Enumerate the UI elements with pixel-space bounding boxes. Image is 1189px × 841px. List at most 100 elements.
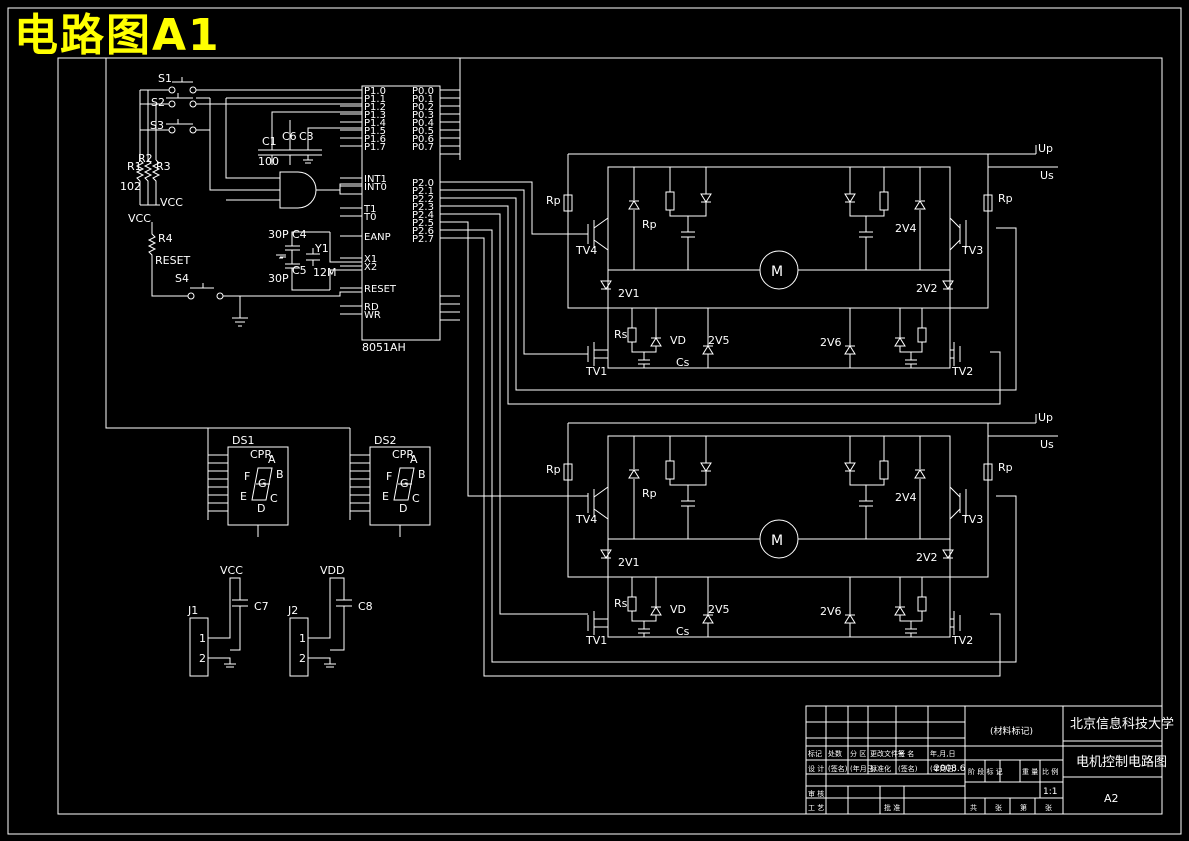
tb-stage-cell: 阶 段 标 记 <box>968 767 1003 776</box>
tb-school: 北京信息科技大学 <box>1070 716 1174 732</box>
switch-s2: S2 <box>151 93 197 109</box>
label-rp: Rp <box>546 463 561 476</box>
label-cs: Cs <box>676 356 690 369</box>
title-block: (材料标记) 北京信息科技大学 电机控制电路图 A2 1:1 2008.6 标记… <box>805 705 1174 815</box>
tb-sheet-cell: 共 <box>970 803 977 812</box>
tb-design-cell: (年月日) <box>930 764 957 773</box>
svg-text:1: 1 <box>299 632 306 645</box>
tb-drawing: 电机控制电路图 <box>1076 754 1167 770</box>
tb-sheet-cell: 张 <box>1045 803 1052 812</box>
mcu-pin-p2-3: P2.3 <box>412 202 434 213</box>
svg-text:R3: R3 <box>156 160 171 173</box>
motor-label: M <box>771 264 783 280</box>
oscillator-circuit: 30P C4 Y1 C5 12M 30P <box>268 228 362 291</box>
svg-text:E: E <box>382 490 389 503</box>
svg-text:30P: 30P <box>268 272 289 285</box>
svg-text:C3: C3 <box>299 130 314 143</box>
mcu-pin-p2-7: P2.7 <box>412 234 434 245</box>
tb-stage-cell: 重 量 <box>1022 768 1038 776</box>
mcu-pin-p1-4: P1.4 <box>364 118 386 129</box>
label-tv1: TV1 <box>585 634 607 647</box>
mcu-pin-p1-2: P1.2 <box>364 102 386 113</box>
tb-header-cell: 分 区 <box>850 749 866 758</box>
tb-approve-cell: 批 准 <box>884 803 900 812</box>
svg-text:VCC: VCC <box>160 196 183 209</box>
svg-text:C: C <box>412 492 420 505</box>
label-rs: Rs <box>614 597 628 610</box>
label-2v6: 2V6 <box>820 605 842 618</box>
tb-design-cell: (年月日) <box>850 764 877 773</box>
label-vd: VD <box>670 603 686 616</box>
mcu-pin-x1: X1 <box>364 254 377 265</box>
svg-text:J1: J1 <box>187 604 198 617</box>
label-tv1: TV1 <box>585 365 607 378</box>
tb-design-cell: (签名) <box>898 764 918 773</box>
label-rp: Rp <box>642 487 657 500</box>
tb-stamp: (材料标记) <box>990 725 1033 737</box>
label-2v5: 2V5 <box>708 603 730 616</box>
svg-text:Y1: Y1 <box>314 242 329 255</box>
capacitors-c1-c6-c3: C1 C6 C3 100 <box>258 111 362 168</box>
mcu-pin-p0-5: P0.5 <box>412 126 434 137</box>
label-2v2: 2V2 <box>916 282 938 295</box>
tb-header-cell: 签 名 <box>898 749 914 758</box>
svg-text:E: E <box>240 490 247 503</box>
svg-text:C4: C4 <box>292 228 307 241</box>
svg-text:C6: C6 <box>282 130 297 143</box>
label-2v1: 2V1 <box>618 287 640 300</box>
label-rp: Rp <box>998 461 1013 474</box>
label-rp: Rp <box>642 218 657 231</box>
inner-frame <box>57 57 1163 815</box>
mcu-pin-p2-5: P2.5 <box>412 218 434 229</box>
tb-sheet: A2 <box>1104 792 1119 805</box>
svg-text:G: G <box>400 477 409 490</box>
mcu-pin-wr: WR <box>364 310 381 321</box>
tb-design-cell: (签名) <box>828 764 848 773</box>
label-up: Up <box>1038 411 1053 424</box>
svg-text:S1: S1 <box>158 72 172 85</box>
svg-text:B: B <box>276 468 284 481</box>
switch-s3: S3 <box>150 119 197 134</box>
svg-text:A: A <box>268 453 276 466</box>
mcu-pin-p2-1: P2.1 <box>412 186 434 197</box>
label-vd: VD <box>670 334 686 347</box>
mcu-pin-p0-4: P0.4 <box>412 118 434 129</box>
mcu-pin-x2: X2 <box>364 262 377 273</box>
mcu-pin-rd: RD <box>364 302 379 313</box>
mcu-pin-t0: T0 <box>363 212 376 223</box>
mcu-pin-p2-4: P2.4 <box>412 210 434 221</box>
mcu-pin-p2-0: P2.0 <box>412 178 434 189</box>
label-up: Up <box>1038 142 1053 155</box>
label-tv2: TV2 <box>951 634 973 647</box>
mcu-pin-p0-0: P0.0 <box>412 86 434 97</box>
svg-text:C8: C8 <box>358 600 373 613</box>
tb-scale: 1:1 <box>1043 787 1057 797</box>
svg-text:S2: S2 <box>151 96 165 109</box>
mcu-pin-int0: INT0 <box>364 182 387 193</box>
label-cs: Cs <box>676 625 690 638</box>
svg-text:C7: C7 <box>254 600 269 613</box>
svg-text:VCC: VCC <box>128 212 151 225</box>
svg-text:C1: C1 <box>262 135 277 148</box>
svg-text:C: C <box>270 492 278 505</box>
svg-text:1: 1 <box>199 632 206 645</box>
svg-text:VCC: VCC <box>220 564 243 577</box>
tb-design-cell: 标准化 <box>870 764 891 773</box>
label-2v5: 2V5 <box>708 334 730 347</box>
mcu-pin-p0-6: P0.6 <box>412 134 434 145</box>
svg-text:CPR: CPR <box>392 448 414 461</box>
svg-text:A: A <box>410 453 418 466</box>
label-rs: Rs <box>614 328 628 341</box>
svg-text:D: D <box>399 502 407 515</box>
label-us: Us <box>1040 169 1054 182</box>
mcu-pin-p2-2: P2.2 <box>412 194 434 205</box>
mcu-pin-p2-6: P2.6 <box>412 226 434 237</box>
tb-design-cell: 设 计 <box>808 764 824 773</box>
svg-text:2: 2 <box>199 652 206 665</box>
tb-stage-cell: 比 例 <box>1042 767 1058 776</box>
and-gate <box>226 171 362 209</box>
mcu-pin-p1-1: P1.1 <box>364 94 386 105</box>
